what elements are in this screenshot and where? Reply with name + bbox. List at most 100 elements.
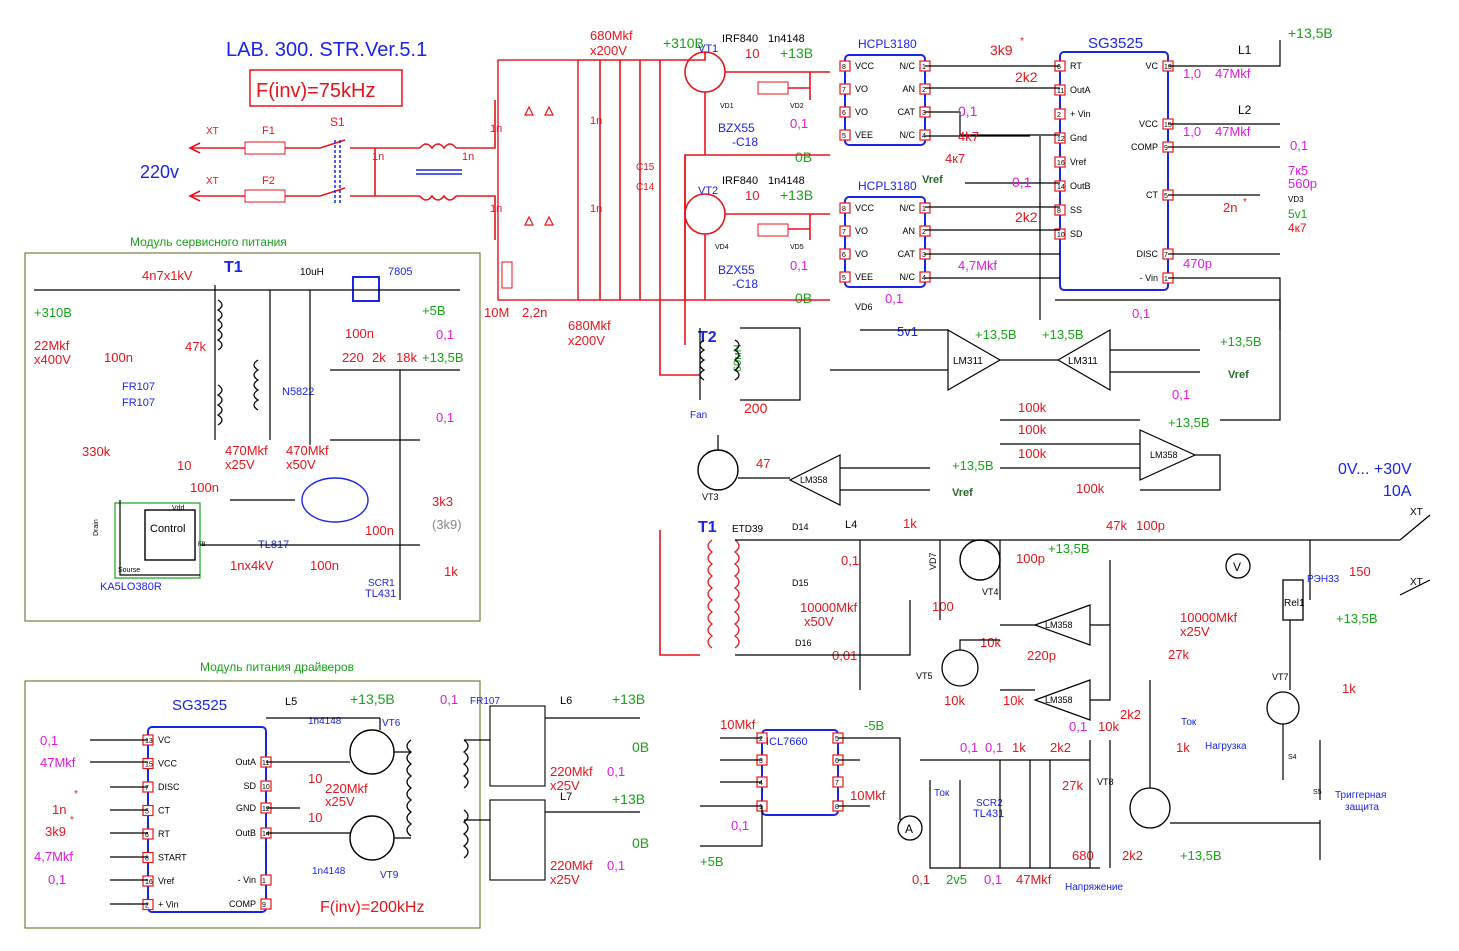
hcpl-bottom-pin-name: CAT (898, 249, 916, 259)
hcpl-bottom-pin-name: AN (902, 226, 915, 236)
sg-main-pin-number: 1 (1164, 276, 1168, 283)
c-470b-voltage: x50V (286, 457, 316, 472)
driver-v135: +13,5B (350, 691, 395, 707)
schematic-title: LAB. 300. STR.Ver.5.1 (226, 39, 427, 61)
sg-drv-pin-number: 11 (262, 760, 269, 767)
lm358-b-label: LM358 (1045, 695, 1073, 705)
hcpl-bottom-pin-number: 4 (922, 275, 926, 282)
vt6-label: VT6 (382, 718, 401, 729)
zener-bottom-2: -C18 (732, 277, 758, 291)
driver-wiring (90, 717, 640, 905)
c5-value: 1n (590, 115, 602, 127)
inverter-frequency: F(inv)=75kHz (256, 80, 375, 102)
vd7-label: VD7 (928, 552, 938, 570)
neg5-label: -5B (864, 718, 884, 733)
r-27k-sec: 27k (1168, 647, 1189, 662)
switch-s1-label: S1 (330, 115, 345, 129)
c-10mkf-a: 10Mkf (720, 717, 756, 732)
reg-7805: 7805 (388, 266, 412, 278)
hcpl-bottom-pin-name: VO (855, 249, 868, 259)
fr107-b: FR107 (122, 397, 155, 409)
cap-top: 0,1 (790, 116, 808, 131)
t2-windings (699, 339, 740, 381)
r33-value: 100k (1018, 422, 1047, 437)
hcpl-bottom-pin-number: 5 (842, 275, 846, 282)
c-01-icl: 0,1 (731, 818, 749, 833)
t1-windings (707, 539, 740, 649)
current-supply: +13,5B (1168, 415, 1210, 430)
vd6-value: 5v1 (897, 324, 918, 339)
r19-supply: +13,5B (1220, 334, 1262, 349)
c-220p: 220p (1027, 648, 1056, 663)
voltage-adjust-label: Напряжение (1065, 882, 1123, 893)
l1-label: L1 (1238, 43, 1252, 57)
sg-main-pin-name: OutA (1070, 85, 1091, 95)
scr2-label: SCR2 (976, 798, 1003, 809)
sg-main-pin-number: 9 (1164, 145, 1168, 152)
sg-main-pin-number: 14 (1057, 184, 1065, 191)
sg-drv-pin-15 (142, 757, 154, 770)
c8-value: 0,1 (958, 103, 978, 119)
lm358-a-label: LM358 (1045, 620, 1073, 630)
driver-diode-b: 1n4148 (312, 866, 346, 877)
hcpl-bottom-pin-1 (919, 202, 931, 214)
r-2k: 2k (372, 350, 386, 365)
fr107-a: FR107 (122, 381, 155, 393)
c-100p-a: 100p (1016, 551, 1045, 566)
icl7660-label: ICL7660 (766, 736, 808, 748)
service-v5: +5B (422, 303, 446, 318)
vt2-label: VT2 (698, 185, 718, 197)
icl-pin-number: 3 (759, 758, 763, 765)
bottom-wiring (700, 737, 1111, 869)
r34-value: 100k (1018, 400, 1047, 415)
hcpl-bottom-name: HCPL3180 (858, 179, 917, 193)
hcpl-bottom-pin-name: VO (855, 226, 868, 236)
lm311-b-label: LM311 (1068, 356, 1098, 367)
hcpl-bottom-pin-number: 3 (922, 252, 926, 259)
r5-value: 4k7 (958, 129, 979, 144)
d16-label: D16 (795, 638, 812, 648)
driver-fr107: FR107 (470, 696, 500, 707)
hcpl-top-pin-6 (839, 106, 851, 118)
c-10000-a-voltage: x50V (804, 614, 834, 629)
vd4-label: VD4 (715, 244, 729, 251)
sg-main-pin-10 (1054, 228, 1066, 240)
fuse-f1 (244, 141, 286, 155)
c-01-f: 0,1 (984, 872, 1002, 887)
sg-main-pin-name: - Vin (1140, 273, 1158, 283)
vt9-symbol (349, 815, 395, 861)
service-t1: T1 (224, 259, 243, 276)
hcpl-top-pin-name: VCC (855, 61, 875, 71)
sg-drv-pin-name: START (158, 853, 187, 863)
vt3-label: VT3 (702, 492, 719, 502)
c21-value: 2,2n (522, 305, 547, 320)
v13-bottom: +13B (780, 187, 813, 203)
tl431-label: TL431 (365, 588, 396, 600)
c11-value: 0,1 (1012, 174, 1032, 190)
driver-v13a: +13B (612, 691, 645, 707)
s4-label: S4 (1288, 754, 1297, 761)
c-100n-d: 100n (365, 523, 394, 538)
hcpl-top-pin-name: N/C (900, 130, 916, 140)
sg-main-pin-number: 8 (1057, 208, 1061, 215)
sg3525-driver-name: SG3525 (172, 697, 227, 714)
c6-value: 1,0 (1183, 124, 1201, 139)
r-2k2-b: 2k2 (1122, 848, 1143, 863)
driver-frequency: F(inv)=200kHz (320, 899, 424, 916)
r-680: 680 (1072, 848, 1094, 863)
sg-main-pin-name: + Vin (1070, 109, 1091, 119)
c-100n-e: 100n (310, 558, 339, 573)
relay-rel1 (1282, 579, 1304, 621)
l2-label: L2 (1238, 103, 1252, 117)
r3-star: * (1020, 36, 1024, 47)
c-10000-a: 10000Mkf (800, 600, 857, 615)
l5-label: L5 (285, 696, 297, 708)
rel1-label: Rel1 (1284, 598, 1305, 609)
sg-main-pin-number: 12 (1057, 136, 1065, 143)
hcpl-top-pin-name: VO (855, 107, 868, 117)
c-47-drv: 47Mkf (40, 755, 76, 770)
c-01-d: 0,1 (1069, 719, 1087, 734)
hcpl-bottom-pin-number: 6 (842, 252, 846, 259)
vt3-symbol (697, 449, 739, 491)
